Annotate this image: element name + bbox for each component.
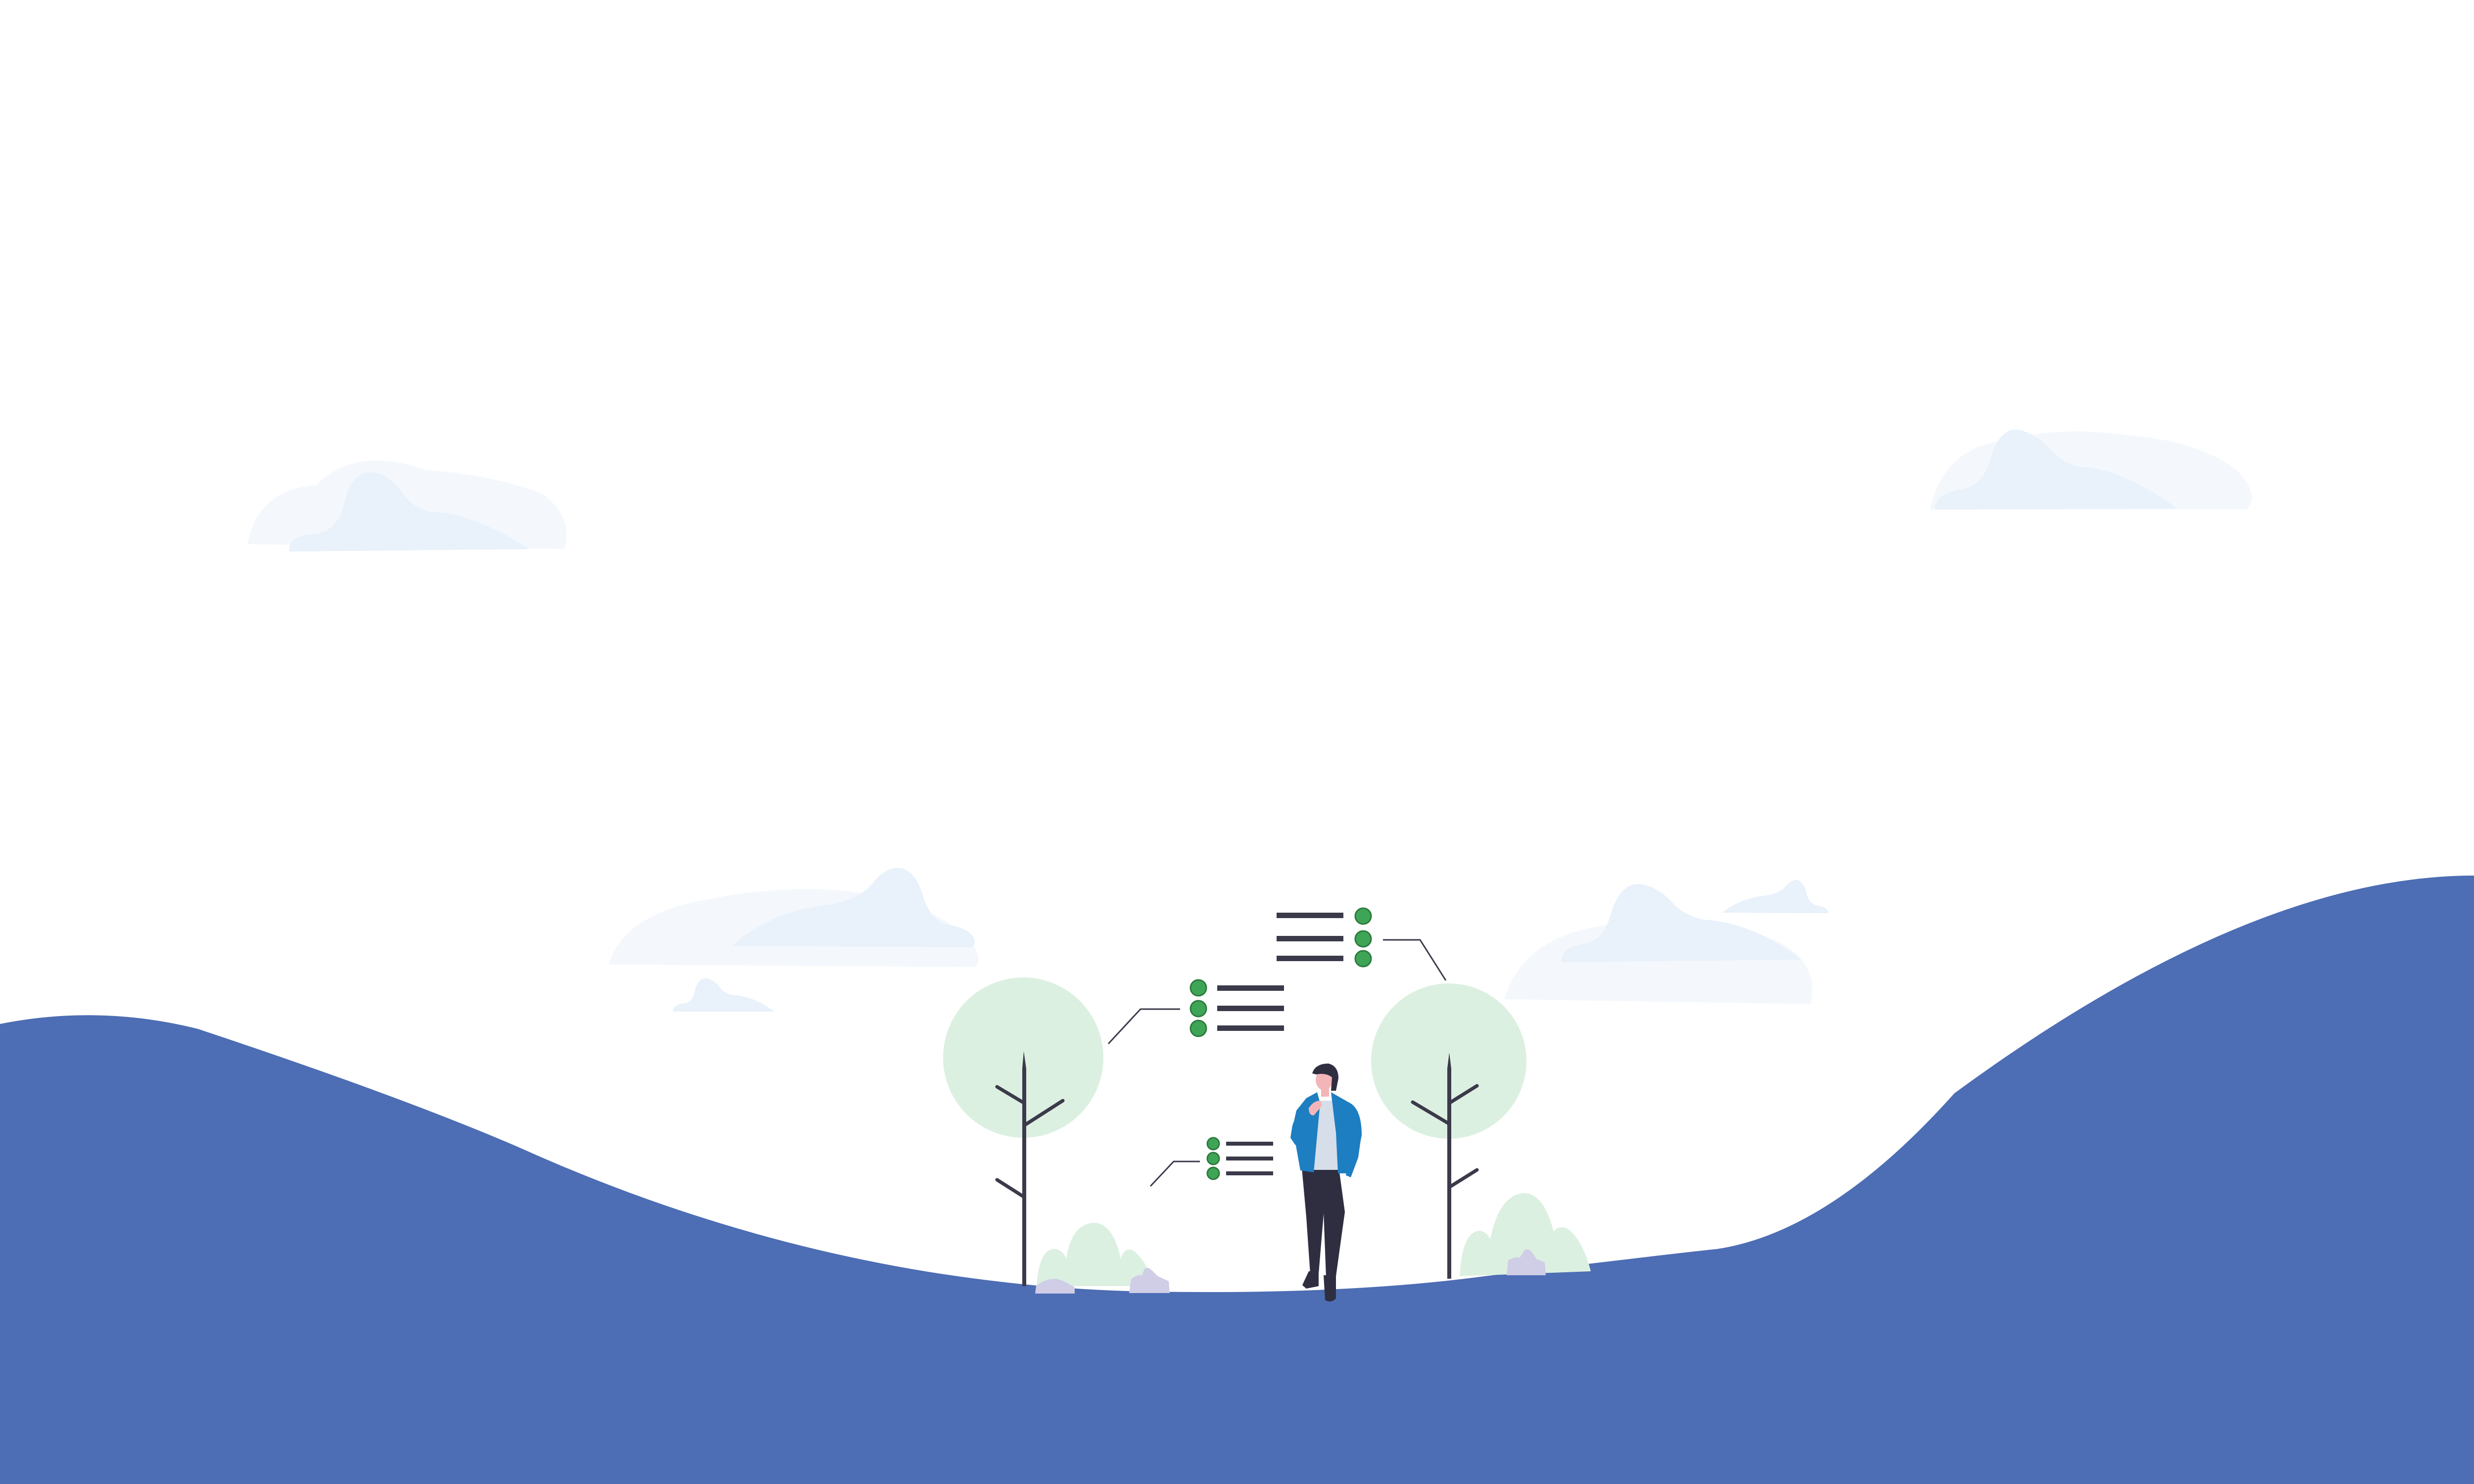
check-dot — [1189, 979, 1207, 997]
checklist-icon — [1107, 979, 1284, 1045]
cloud-small-center — [673, 978, 774, 1012]
checklist-bar — [1277, 956, 1343, 961]
cloud-right — [1935, 429, 2177, 510]
checklist-bar — [1217, 1025, 1284, 1031]
checklist-icon — [1149, 1137, 1273, 1187]
tree-trunk — [1022, 1051, 1026, 1286]
checklist-bar — [1217, 985, 1284, 991]
rock-icon — [1129, 1268, 1170, 1293]
check-dot — [1206, 1152, 1220, 1165]
person-hair — [1312, 1064, 1338, 1091]
check-dot — [1206, 1137, 1220, 1151]
person-shoe — [1302, 1271, 1319, 1289]
cloud-right-center — [1561, 884, 1801, 962]
cloud-icon — [609, 868, 979, 967]
check-dot — [1189, 1000, 1207, 1018]
person-hand — [1309, 1101, 1322, 1115]
cloud-icon — [1930, 429, 2252, 510]
checklist-bar — [1226, 1157, 1273, 1160]
bush-icon — [1037, 1223, 1153, 1286]
bush-left — [1037, 1223, 1153, 1286]
person-leg — [1301, 1162, 1326, 1274]
checklist-bar — [1226, 1142, 1273, 1146]
tree-trunk — [1447, 1053, 1451, 1279]
bush-icon — [1460, 1193, 1591, 1276]
person-icon — [1290, 1064, 1362, 1301]
connector-line — [1383, 939, 1447, 981]
cloud-icon — [1504, 884, 1812, 1004]
tree-branch — [1411, 1084, 1479, 1189]
cloud-center — [732, 868, 975, 947]
connector-line — [1107, 1008, 1180, 1045]
check-dot — [1354, 950, 1372, 968]
check-dot — [1206, 1166, 1220, 1180]
person-leg — [1319, 1165, 1345, 1277]
checklist-icon — [1277, 907, 1447, 981]
checklist-bar — [1226, 1171, 1273, 1175]
cloud-small-right — [1722, 880, 1828, 913]
tree-icon — [1371, 983, 1526, 1279]
hill — [0, 876, 2474, 1484]
person-arm — [1290, 1108, 1306, 1145]
rock-icon — [1507, 1249, 1546, 1275]
bush-right — [1460, 1193, 1591, 1276]
cloud-icon — [673, 978, 774, 1012]
tree-icon — [943, 977, 1103, 1286]
checklist-bar — [1277, 913, 1343, 918]
cloud-icon — [247, 460, 567, 552]
tree-branch — [995, 1085, 1065, 1199]
checklist-bar — [1277, 936, 1343, 941]
person-arm — [1346, 1108, 1362, 1177]
check-dot — [1189, 1020, 1207, 1037]
check-dot — [1354, 907, 1372, 925]
connector-line — [1149, 1160, 1200, 1187]
cloud-icon — [1722, 880, 1828, 913]
cloud-left — [289, 472, 529, 552]
check-dot — [1354, 930, 1372, 948]
checklist-bar — [1217, 1006, 1284, 1011]
person-shoe — [1324, 1275, 1336, 1301]
rock-icon — [1035, 1279, 1075, 1294]
